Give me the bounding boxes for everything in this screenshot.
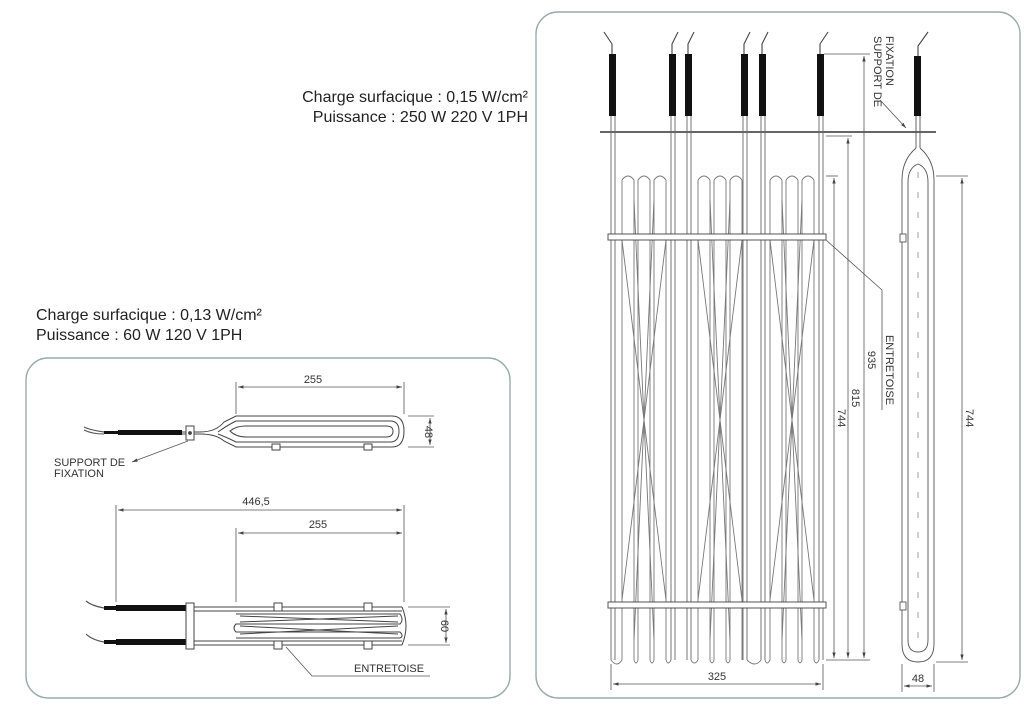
spec-large-heater: Charge surfacique : 0,15 W/cm² Puissance… <box>270 88 528 128</box>
power-text: Puissance : 250 W 220 V 1PH <box>312 109 528 126</box>
large-spacer-leader <box>825 239 883 410</box>
large-heater-frame <box>535 11 1021 699</box>
large-support-leader <box>879 99 907 129</box>
dim-width: 325 <box>708 671 726 683</box>
support-leader <box>131 440 189 463</box>
dim-935: 935 <box>865 351 877 369</box>
small-heater-side-view <box>85 600 407 650</box>
dim-total-length: 446,5 <box>242 496 270 508</box>
large-front-dimensions <box>610 53 870 690</box>
surface-load-text: Charge surfacique : 0,13 W/cm² <box>36 307 262 324</box>
support-label-line1: SUPPORT DE <box>54 457 125 469</box>
large-support-label-line2: FIXATION <box>883 36 895 86</box>
dim-side-height: 60 <box>438 620 450 632</box>
small-heater-frame <box>25 357 511 699</box>
dim-inner-length: 255 <box>309 519 327 531</box>
side-dim-744: 744 <box>963 409 975 427</box>
large-side-dimensions <box>901 175 968 692</box>
surface-load-text: Charge surfacique : 0,15 W/cm² <box>302 89 528 106</box>
dim-815: 815 <box>849 389 861 407</box>
dim-top-height: 48 <box>422 426 434 438</box>
small-side-dimensions <box>115 505 450 646</box>
large-support-label-line1: SUPPORT DE <box>871 36 883 107</box>
large-heater-front-view <box>600 31 936 665</box>
power-text: Puissance : 60 W 120 V 1PH <box>36 327 243 344</box>
large-spacer-label: ENTRETOISE <box>883 335 895 405</box>
support-label-line2: FIXATION <box>54 468 104 480</box>
small-top-dimensions <box>235 382 434 448</box>
spacer-label: ENTRETOISE <box>354 663 424 675</box>
small-heater-top-view <box>83 415 405 451</box>
dim-744: 744 <box>835 409 847 427</box>
side-dim-48: 48 <box>912 673 924 685</box>
dim-top-length: 255 <box>304 374 322 386</box>
spacer-leader <box>285 646 430 677</box>
spec-small-heater: Charge surfacique : 0,13 W/cm² Puissance… <box>36 306 262 346</box>
large-heater-side-view <box>899 31 935 663</box>
